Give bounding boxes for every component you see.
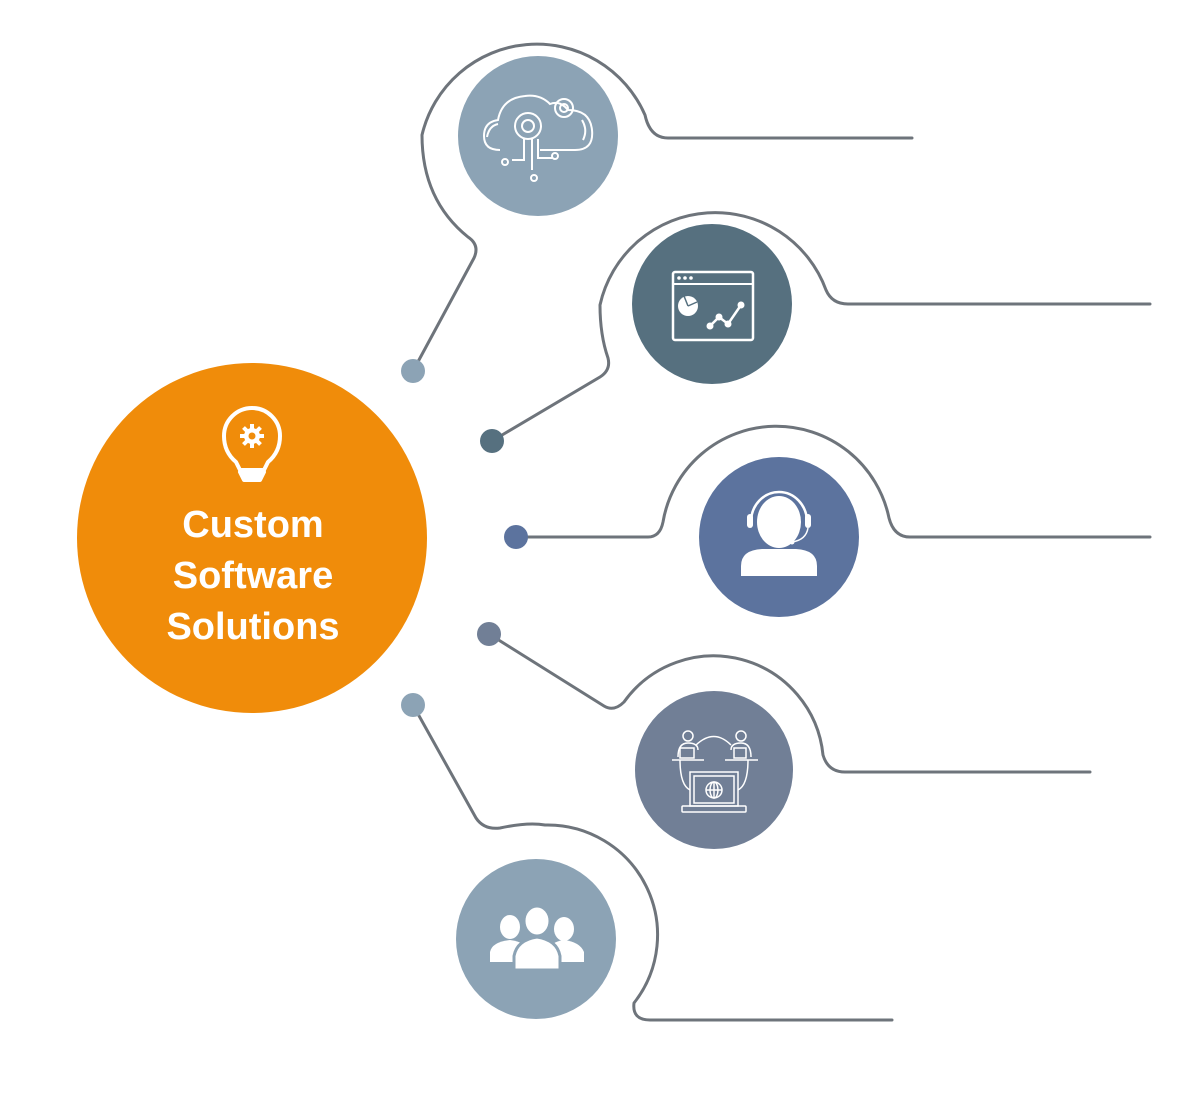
endpoint-dot-4 bbox=[477, 622, 501, 646]
browser-analytics-icon bbox=[671, 270, 755, 342]
lightbulb-gear-icon bbox=[222, 406, 282, 482]
endpoint-dot-1 bbox=[401, 359, 425, 383]
connector-line-5 bbox=[411, 703, 894, 1022]
node-cloud-development[interactable] bbox=[458, 56, 618, 216]
connector-line-3 bbox=[514, 424, 1152, 539]
connector-line-2 bbox=[490, 211, 1152, 443]
node-analytics-dashboard[interactable] bbox=[632, 224, 792, 384]
endpoint-dot-5 bbox=[401, 693, 425, 717]
connector-line-4 bbox=[487, 632, 1092, 774]
hub-title-line-1: Custom bbox=[182, 504, 324, 546]
hub-title-line-2: Software bbox=[172, 555, 334, 597]
remote-meeting-globe-icon bbox=[672, 730, 758, 813]
node-remote-collaboration[interactable] bbox=[635, 691, 793, 849]
endpoint-dot-2 bbox=[480, 429, 504, 453]
cloud-gears-icon bbox=[482, 94, 594, 182]
connector-line-1 bbox=[411, 42, 914, 373]
hub-title: Custom Software Solutions bbox=[78, 500, 428, 653]
endpoint-dot-3 bbox=[504, 525, 528, 549]
headset-agent-icon bbox=[741, 490, 817, 576]
user-group-icon bbox=[490, 904, 584, 972]
hub-circle[interactable] bbox=[77, 363, 427, 713]
hub-title-line-3: Solutions bbox=[166, 606, 340, 648]
